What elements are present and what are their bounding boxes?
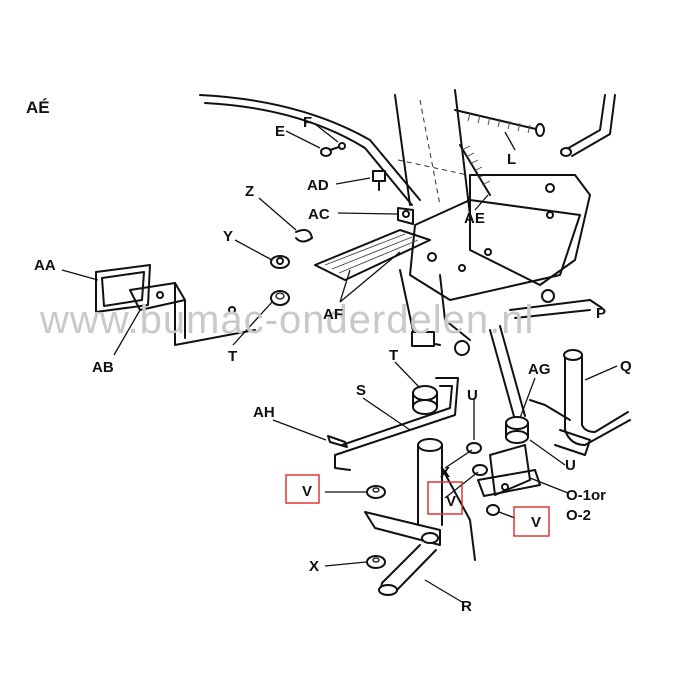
label-ad: AD	[307, 177, 329, 194]
label-aa: AA	[34, 257, 56, 274]
label-q: Q	[620, 358, 632, 375]
watermark-text: www.bumac-onderdelen.nl	[39, 298, 534, 342]
highlight-boxes	[285, 474, 550, 537]
label-ac: AC	[308, 206, 330, 223]
label-l: L	[507, 151, 516, 168]
label-ah: AH	[253, 404, 275, 421]
highlight-box-v-left	[285, 474, 320, 504]
label-o1: O-1or	[566, 487, 606, 504]
corner-label: AÉ	[26, 98, 50, 117]
highlight-box-v-center	[427, 481, 463, 515]
part-labels: AÉ E F AD Z AC Y AA AB AF T L AE P T AG …	[26, 98, 632, 615]
label-x-lower: X	[309, 558, 319, 575]
label-x-upper: X	[440, 464, 450, 481]
label-v-right: V	[531, 514, 541, 531]
label-f: F	[303, 114, 312, 131]
label-ae: AE	[464, 210, 485, 227]
lower-left-linkage	[327, 377, 476, 596]
label-u-lower: U	[565, 457, 576, 474]
leader-lines	[61, 123, 618, 603]
label-ab: AB	[92, 359, 114, 376]
label-af: AF	[323, 306, 343, 323]
pedal-pad-assembly	[95, 264, 256, 346]
fastener-cluster	[270, 142, 414, 306]
label-ag: AG	[528, 361, 551, 378]
label-t-left: T	[228, 348, 237, 365]
label-v-left: V	[302, 483, 312, 500]
lower-right-linkage	[466, 349, 631, 516]
label-r: R	[461, 598, 472, 615]
label-e: E	[275, 123, 285, 140]
label-s: S	[356, 382, 366, 399]
highlight-box-v-right	[513, 506, 550, 537]
label-p: P	[596, 305, 606, 322]
label-o2: O-2	[566, 507, 591, 524]
label-z: Z	[245, 183, 254, 200]
label-u-upper: U	[467, 387, 478, 404]
frame-assembly	[199, 89, 616, 421]
label-y: Y	[223, 228, 233, 245]
label-t-center: T	[389, 347, 398, 364]
label-v-center: V	[446, 493, 456, 510]
